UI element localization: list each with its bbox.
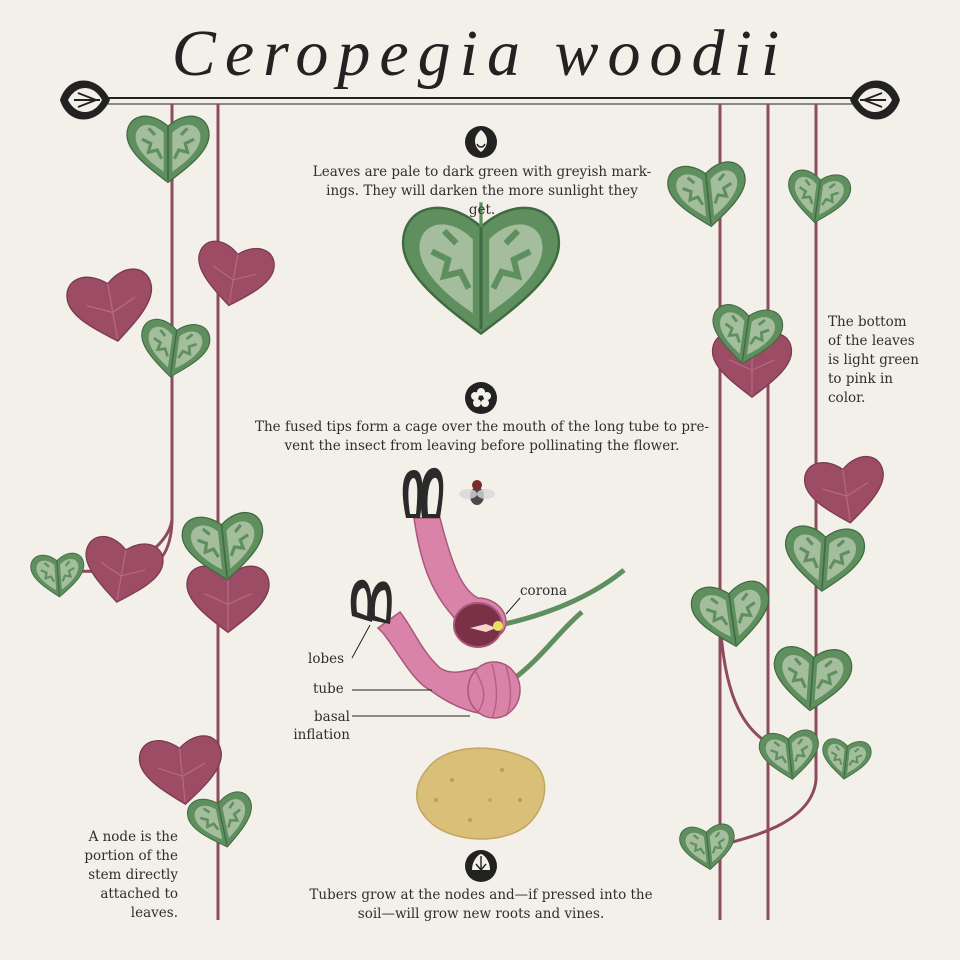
node-caption: A node is the portion of the stem direct… (84, 829, 178, 921)
large-leaf (403, 202, 559, 333)
right-vines (715, 104, 818, 920)
tuber-caption: Tubers grow at the nodes and—if pressed … (309, 887, 653, 922)
flower-diagram (350, 467, 626, 719)
tuber (416, 747, 546, 840)
left-leaves (28, 114, 278, 855)
page-title: Ceropegia woodii (171, 17, 789, 90)
label-basal-inflation: basal inflation (293, 709, 350, 743)
label-corona: corona (520, 583, 568, 599)
label-tube: tube (313, 681, 344, 697)
fly-icon (459, 480, 495, 505)
leaf-caption: Leaves are pale to dark green with greyi… (312, 164, 652, 218)
tuber-icon (465, 850, 497, 882)
underside-caption: The bottom of the leaves is light green … (828, 314, 919, 406)
left-vines (59, 104, 220, 920)
flower-caption: The fused tips form a cage over the mout… (254, 419, 709, 454)
right-leaves (664, 158, 891, 874)
flower-icon (465, 382, 497, 414)
label-lobes: lobes (308, 651, 345, 667)
header-rule (108, 97, 852, 105)
lotus-ornament-icon (60, 80, 110, 120)
leaf-icon (465, 126, 497, 158)
lotus-ornament-icon (850, 80, 900, 120)
